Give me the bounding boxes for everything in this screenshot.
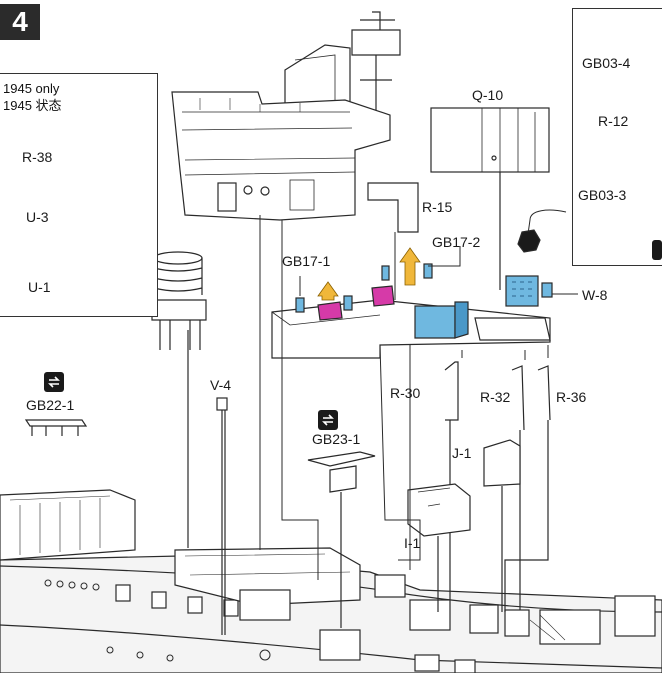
label-r32: R-32 [480,389,511,405]
label-q10: Q-10 [472,87,504,103]
step-number: 4 [0,4,40,40]
label-gb22-1: GB22-1 [26,397,75,413]
leader-lines [259,215,421,580]
label-gb17-2: GB17-2 [432,234,481,250]
assembled-director [151,251,207,548]
pointing-hand-icon [517,209,567,253]
swap-arrows-icon [44,372,64,392]
part-q10 [430,107,550,290]
label-r12: R-12 [598,113,629,129]
label-r38: R-38 [22,149,53,165]
option-box: 1945 only 1945 状态 [0,73,158,317]
part-r15 [367,182,419,233]
option-note: 1945 only 1945 状态 [3,80,62,114]
label-gb03-4: GB03-4 [582,55,631,71]
hull-deck [0,489,662,673]
part-v4 [216,397,228,635]
part-j1-i1 [407,439,521,612]
label-gb17-1: GB17-1 [282,253,331,269]
label-gb03-3: GB03-3 [578,187,627,203]
label-u1: U-1 [28,279,51,295]
inset-frame [572,8,662,266]
swap-arrows-icon [652,240,662,260]
label-r15: R-15 [422,199,453,215]
label-v4: V-4 [210,377,232,393]
label-u3: U-3 [26,209,49,225]
label-i1: I-1 [404,535,421,551]
swap-arrows-icon [318,410,338,430]
part-gb22-1 [24,419,88,436]
option-note-line1: 1945 only [3,81,60,96]
label-r30: R-30 [390,385,421,401]
option-note-line2: 1945 状态 [3,98,62,113]
part-gb23-1 [307,451,376,628]
lower-bridge-deck [271,247,553,359]
label-j1: J-1 [452,445,472,461]
label-r36: R-36 [556,389,587,405]
bridge-structure [171,11,401,221]
label-gb23-1: GB23-1 [312,431,361,447]
label-w8: W-8 [582,287,608,303]
